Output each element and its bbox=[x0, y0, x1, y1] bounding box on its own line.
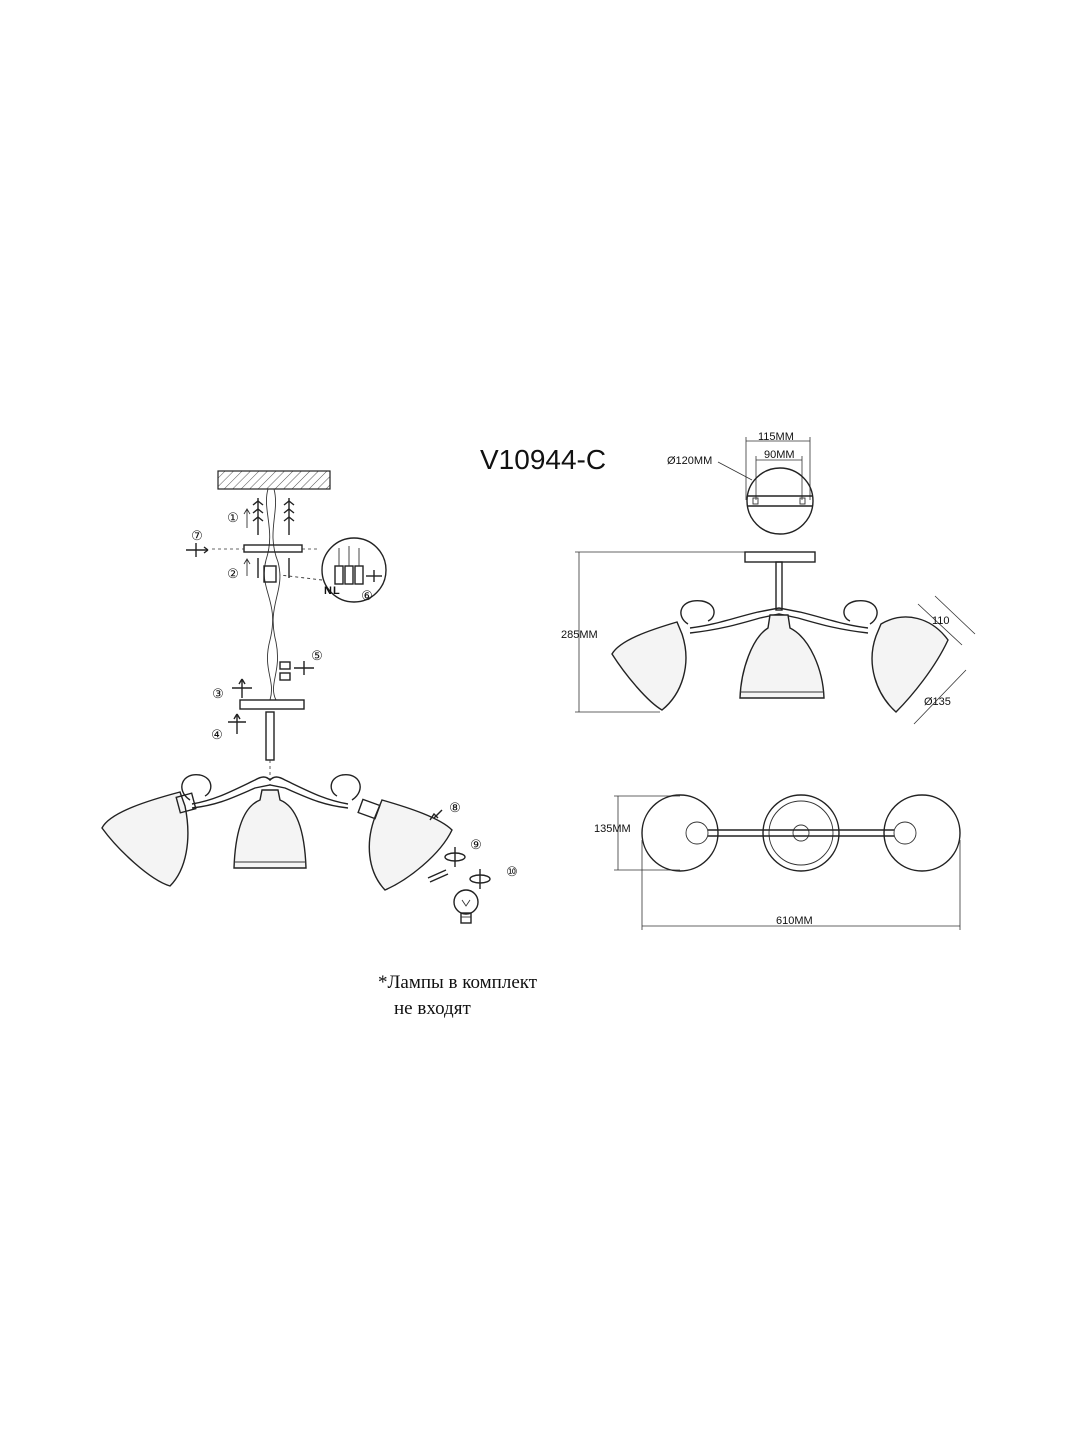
ceiling-plate bbox=[746, 467, 814, 535]
elevation-right-shade bbox=[871, 616, 949, 713]
step-3-marker: ③ bbox=[212, 686, 224, 701]
depth-label: 135MM bbox=[594, 823, 631, 835]
step-markers: ① ② ③ ④ ⑤ ⑥ ⑦ ⑧ ⑨ ⑩ bbox=[191, 510, 518, 879]
shade-height-label: 110 bbox=[932, 615, 950, 627]
elevation-center-shade bbox=[739, 614, 825, 699]
lock-nut-icon bbox=[228, 713, 246, 734]
light-bulb-icon bbox=[453, 889, 479, 924]
shade-screw-icon bbox=[429, 809, 443, 821]
step-6-marker: ⑥ bbox=[361, 588, 373, 603]
ceiling-hatch bbox=[217, 470, 331, 490]
step-5-marker: ⑤ bbox=[311, 648, 323, 663]
step-2-marker: ② bbox=[227, 566, 239, 581]
elevation-left-shade bbox=[611, 621, 687, 711]
left-shade bbox=[101, 791, 189, 887]
center-shade bbox=[233, 789, 307, 869]
terminal-block bbox=[334, 546, 382, 585]
screw-anchor-icon bbox=[252, 498, 295, 535]
wire-nut-icon bbox=[279, 661, 314, 681]
step-10-marker: ⑩ bbox=[506, 864, 518, 879]
step-9-marker: ⑨ bbox=[470, 837, 482, 852]
shade-diameter-label: Ø135 bbox=[924, 696, 951, 708]
note-line-2: не входят bbox=[394, 998, 471, 1019]
hole-spacing-label: 90MM bbox=[764, 449, 795, 461]
top-left-shade bbox=[641, 794, 719, 872]
model-title: V10944-C bbox=[480, 444, 606, 475]
neutral-label: N bbox=[324, 585, 332, 597]
wiring-detail bbox=[321, 537, 387, 603]
step-1-marker: ① bbox=[227, 510, 239, 525]
live-label: L bbox=[333, 585, 340, 597]
step-8-marker: ⑧ bbox=[449, 800, 461, 815]
note-line-1: *Лампы в комплект bbox=[378, 972, 538, 993]
right-shade bbox=[368, 799, 453, 891]
step-4-marker: ④ bbox=[211, 727, 223, 742]
front-elevation: 285MM 110 Ø135 bbox=[561, 551, 976, 725]
socket-ring-icon bbox=[469, 869, 491, 889]
top-view: 135MM 610MM bbox=[594, 794, 961, 930]
plate-diameter-label: Ø120MM bbox=[667, 455, 712, 467]
top-center-shade bbox=[762, 794, 840, 872]
elevation-rod bbox=[775, 561, 783, 611]
elevation-canopy bbox=[744, 551, 816, 563]
chandelier-body bbox=[101, 774, 453, 891]
canopy bbox=[239, 699, 305, 710]
lamps-not-included-note: *Лампы в комплект не входят bbox=[378, 970, 537, 1022]
rod bbox=[265, 711, 275, 761]
wire-connector bbox=[263, 565, 277, 583]
ring-nut-icon bbox=[427, 847, 466, 883]
mounting-bracket bbox=[243, 544, 303, 553]
width-label: 610MM bbox=[776, 915, 813, 927]
step-7-marker: ⑦ bbox=[191, 528, 203, 543]
mounting-plate-view: 115MM 90MM Ø120MM bbox=[667, 431, 814, 535]
top-right-shade bbox=[883, 794, 961, 872]
plate-width-label: 115MM bbox=[758, 431, 794, 443]
nut-icon bbox=[232, 678, 252, 698]
exploded-assembly: N L bbox=[101, 470, 518, 924]
height-label: 285MM bbox=[561, 629, 598, 641]
side-screw-icon bbox=[186, 543, 209, 557]
bracket-screw-icon bbox=[243, 558, 290, 578]
